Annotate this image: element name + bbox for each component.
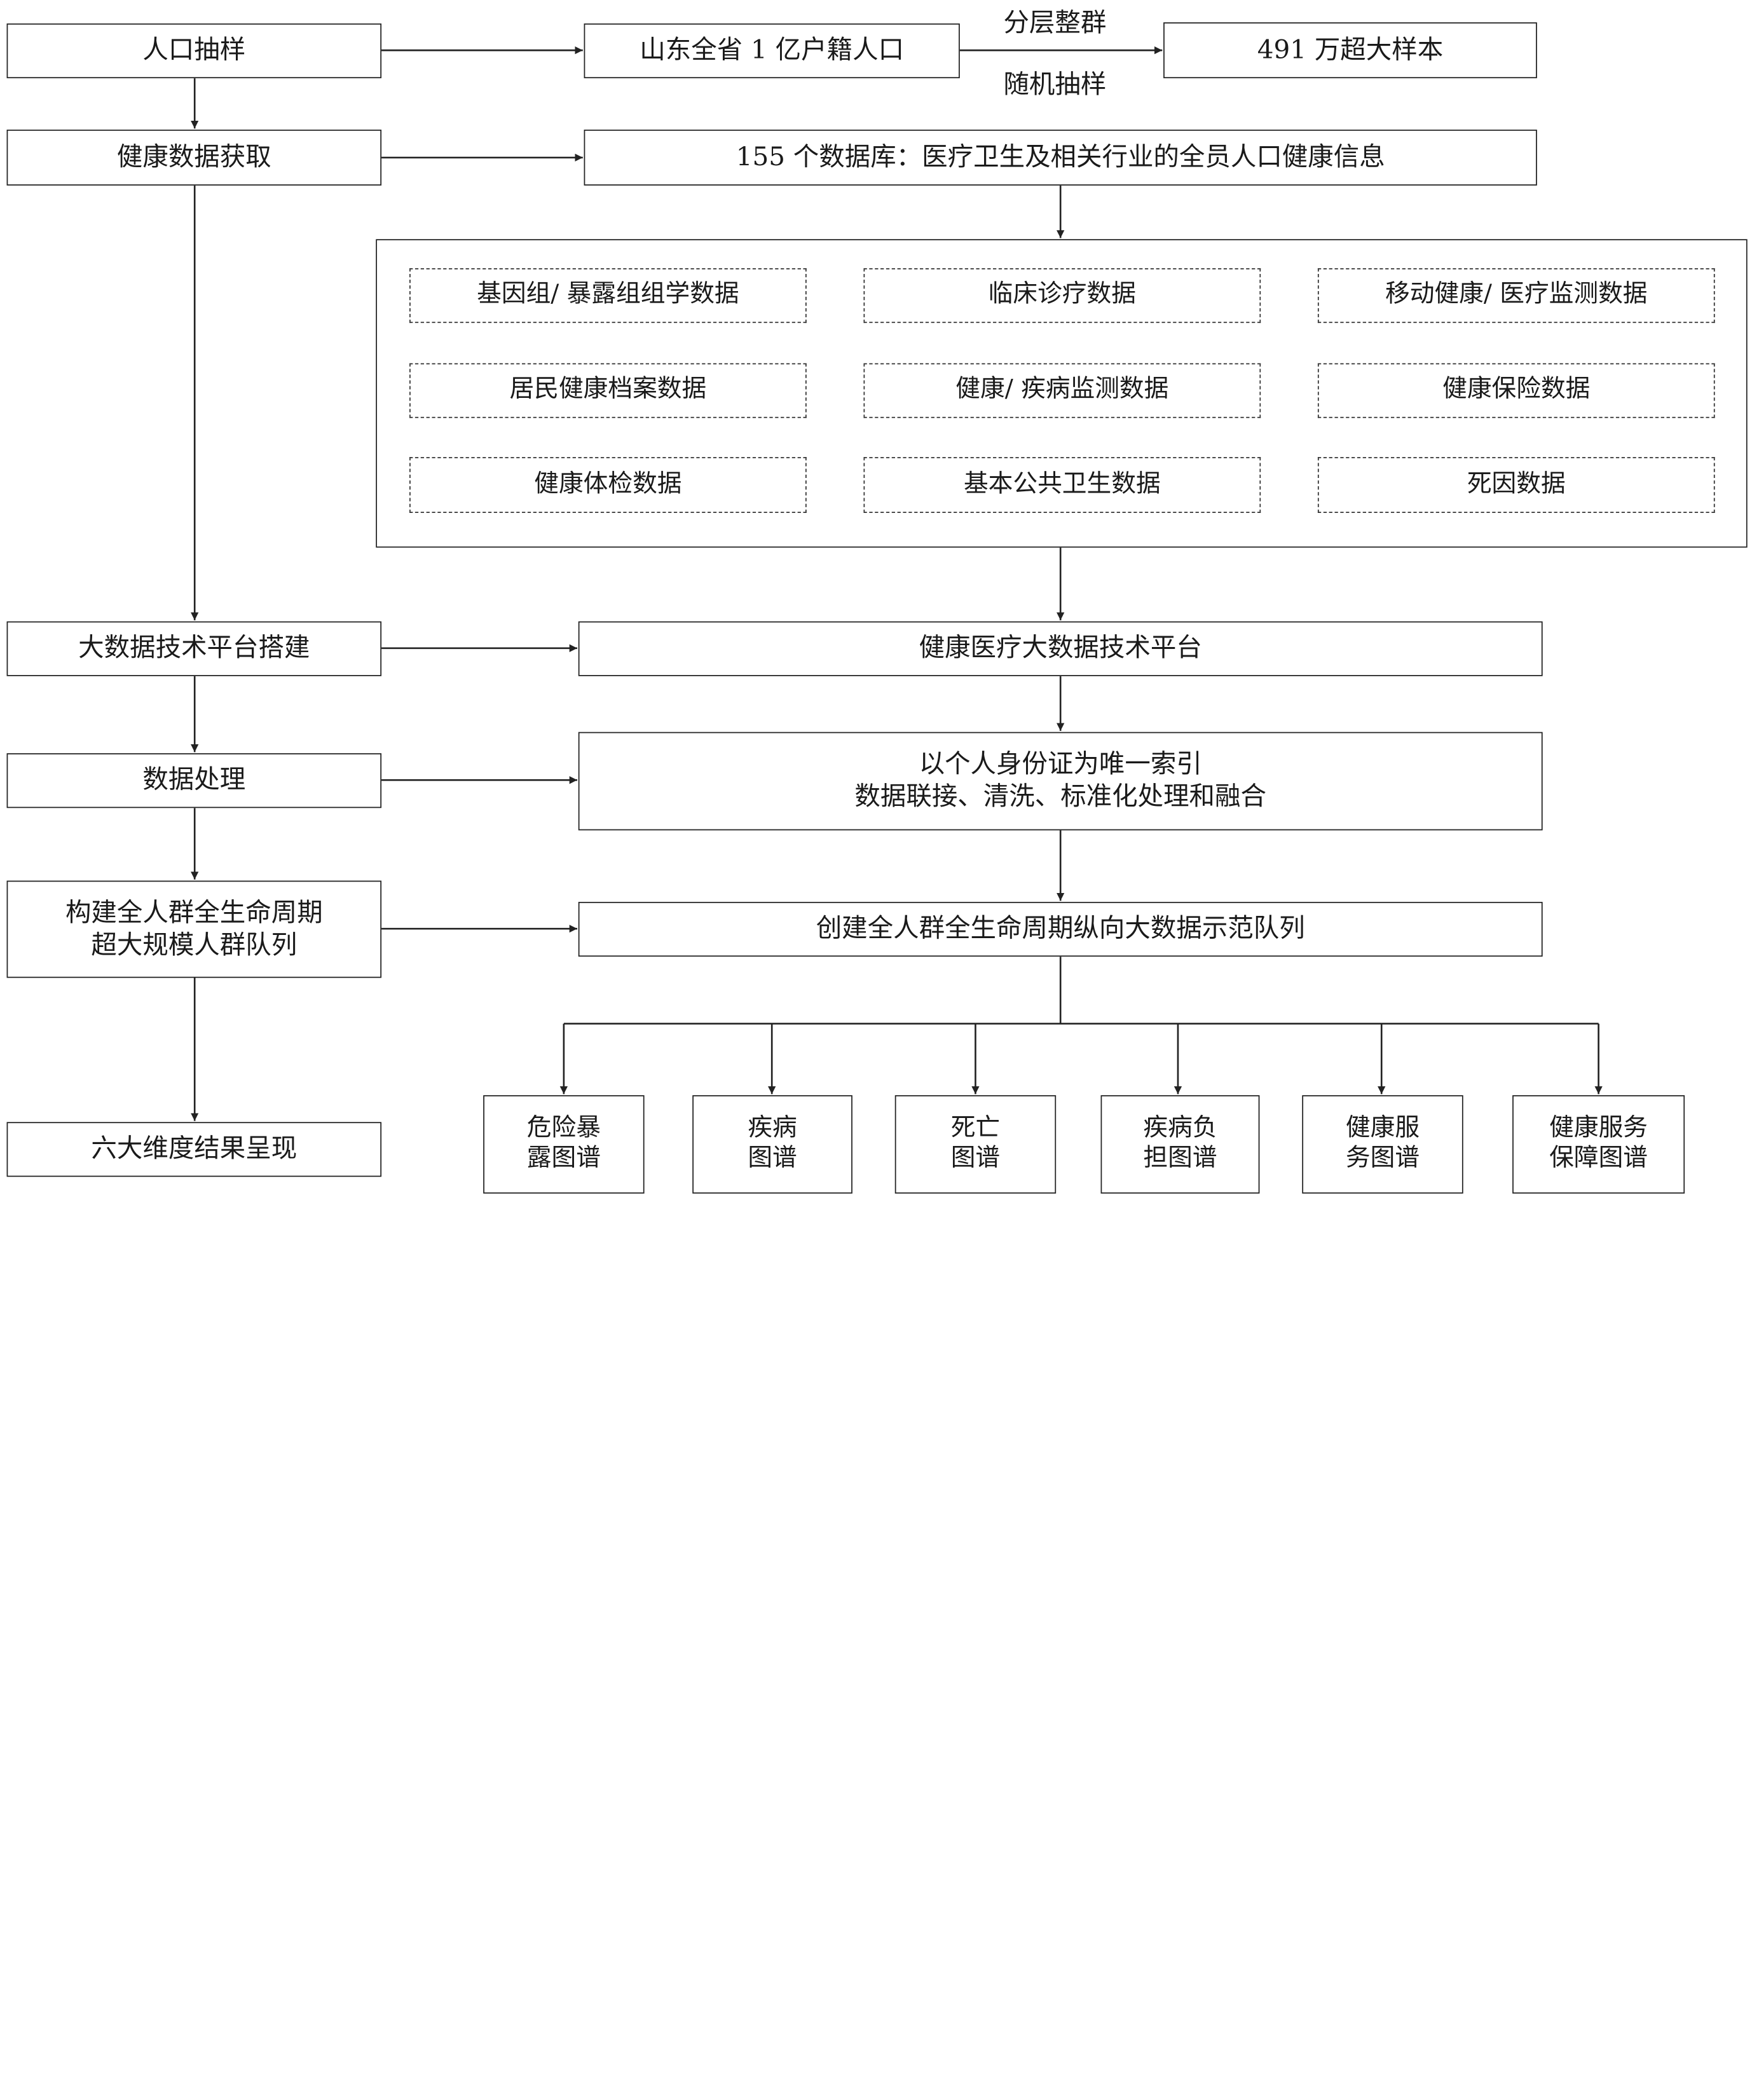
atlas-disease-line-1: 疾病 (748, 1114, 797, 1143)
processing-detail-box: 以个人身份证为唯一索引 数据联接、清洗、标准化处理和融合 (578, 732, 1543, 831)
atlas-risk-exposure: 危险暴 露图谱 (483, 1095, 645, 1194)
source-clinical: 临床诊疗数据 (863, 268, 1261, 324)
databases-box: 155 个数据库：医疗卫生及相关行业的全员人口健康信息 (584, 129, 1537, 186)
step-acquisition: 健康数据获取 (6, 129, 382, 186)
source-disease-surveillance: 健康/ 疾病监测数据 (863, 363, 1261, 418)
step-results: 六大维度结果呈现 (6, 1122, 382, 1177)
data-sources-container (376, 239, 1748, 548)
step-cohort-build: 构建全人群全生命周期 超大规模人群队列 (6, 880, 382, 978)
atlas-death-line-2: 图谱 (950, 1144, 1001, 1173)
step-cohort-build-line-1: 构建全人群全生命周期 (65, 898, 323, 927)
atlas-death-line-1: 死亡 (950, 1114, 1001, 1143)
atlas-disease-line-2: 图谱 (748, 1144, 797, 1173)
sample-box: 491 万超大样本 (1163, 22, 1537, 79)
source-checkup: 健康体检数据 (409, 457, 807, 514)
atlas-service-support-line-2: 保障图谱 (1549, 1144, 1648, 1173)
atlas-disease: 疾病 图谱 (692, 1095, 852, 1194)
population-box: 山东全省 1 亿户籍人口 (584, 23, 960, 79)
step-sampling: 人口抽样 (6, 23, 382, 79)
processing-detail-line-1: 以个人身份证为唯一索引 (919, 750, 1202, 779)
method-label-bottom: 随机抽样 (1003, 70, 1107, 100)
source-public-health: 基本公共卫生数据 (863, 457, 1261, 514)
atlas-health-service-line-2: 务图谱 (1345, 1144, 1420, 1173)
atlas-service-support: 健康服务 保障图谱 (1512, 1095, 1685, 1194)
cohort-box: 创建全人群全生命周期纵向大数据示范队列 (578, 901, 1543, 957)
method-label-top: 分层整群 (1003, 9, 1107, 38)
atlas-risk-exposure-line-1: 危险暴 (526, 1114, 601, 1143)
source-mobile-health: 移动健康/ 医疗监测数据 (1317, 268, 1715, 324)
atlas-disease-burden: 疾病负 担图谱 (1100, 1095, 1260, 1194)
source-health-records: 居民健康档案数据 (409, 363, 807, 418)
platform-box: 健康医疗大数据技术平台 (578, 621, 1543, 676)
atlas-service-support-line-1: 健康服务 (1549, 1114, 1648, 1143)
source-death-cause: 死因数据 (1317, 457, 1715, 514)
source-insurance: 健康保险数据 (1317, 363, 1715, 418)
processing-detail-line-2: 数据联接、清洗、标准化处理和融合 (854, 782, 1266, 812)
step-platform-build: 大数据技术平台搭建 (6, 621, 382, 676)
atlas-disease-burden-line-1: 疾病负 (1143, 1114, 1217, 1143)
atlas-death: 死亡 图谱 (894, 1095, 1057, 1194)
atlas-health-service-line-1: 健康服 (1345, 1114, 1420, 1143)
step-processing: 数据处理 (6, 753, 382, 808)
atlas-disease-burden-line-2: 担图谱 (1143, 1144, 1217, 1173)
source-genomics: 基因组/ 暴露组组学数据 (409, 268, 807, 324)
step-cohort-build-line-2: 超大规模人群队列 (91, 930, 298, 960)
atlas-health-service: 健康服 务图谱 (1302, 1095, 1463, 1194)
atlas-risk-exposure-line-2: 露图谱 (526, 1144, 601, 1173)
